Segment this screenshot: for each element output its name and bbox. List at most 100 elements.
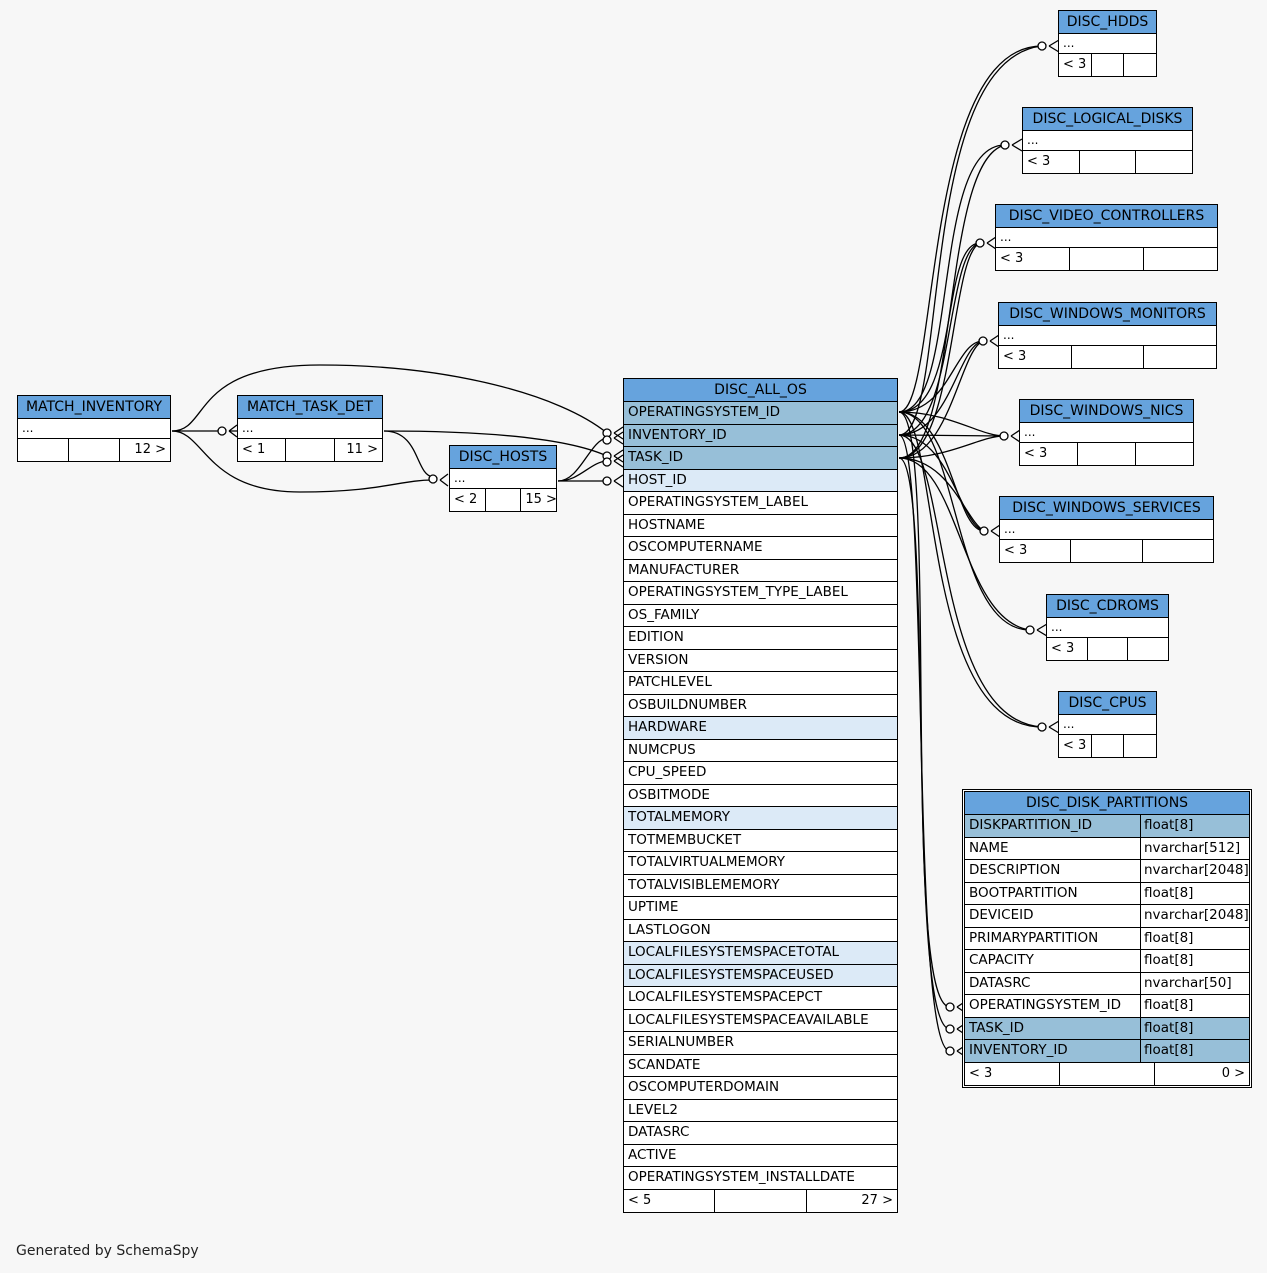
parents-count[interactable]: < 3 [1047, 638, 1088, 660]
table-title[interactable]: DISC_VIDEO_CONTROLLERS [996, 205, 1217, 228]
table-disc-windows-monitors[interactable]: DISC_WINDOWS_MONITORS ... < 3 [998, 302, 1217, 369]
table-disc-windows-nics[interactable]: DISC_WINDOWS_NICS ... < 3 [1019, 399, 1194, 466]
column-row[interactable]: TOTALVIRTUALMEMORY [624, 852, 897, 875]
column-row[interactable]: PATCHLEVEL [624, 672, 897, 695]
column-row[interactable]: OSCOMPUTERDOMAIN [624, 1077, 897, 1100]
table-title[interactable]: DISC_LOGICAL_DISKS [1023, 108, 1192, 131]
children-count[interactable]: 11 > [346, 442, 378, 457]
column-row[interactable]: HOSTNAME [624, 515, 897, 537]
children-count[interactable]: 27 > [861, 1192, 893, 1208]
table-title[interactable]: DISC_ALL_OS [624, 379, 897, 402]
column-row[interactable]: LASTLOGON [624, 920, 897, 942]
column-row[interactable]: LOCALFILESYSTEMSPACEAVAILABLE [624, 1010, 897, 1032]
column-row[interactable]: TOTALMEMORY [624, 807, 897, 830]
parents-count[interactable]: < 3 [1059, 735, 1092, 757]
table-disc-cpus[interactable]: DISC_CPUS ... < 3 [1058, 691, 1157, 758]
column-row[interactable]: SERIALNUMBER [624, 1032, 897, 1055]
column-row[interactable]: OSCOMPUTERNAME [624, 537, 897, 560]
children-count[interactable]: 12 > [134, 442, 166, 457]
table-title[interactable]: MATCH_TASK_DET [238, 396, 382, 419]
table-title[interactable]: MATCH_INVENTORY [18, 396, 170, 419]
column-row[interactable]: MANUFACTURER [624, 560, 897, 582]
edge-allos-partitions-1 [898, 411, 951, 1008]
table-title[interactable]: DISC_WINDOWS_MONITORS [999, 303, 1216, 326]
column-row[interactable]: SCANDATE [624, 1055, 897, 1077]
column-row[interactable]: CPU_SPEED [624, 762, 897, 785]
table-disc-cdroms[interactable]: DISC_CDROMS ... < 3 [1046, 594, 1169, 661]
column-row[interactable]: UPTIME [624, 897, 897, 920]
parents-count[interactable]: < 3 [996, 248, 1070, 270]
parents-count[interactable]: < 3 [1059, 54, 1092, 76]
table-title[interactable]: DISC_HOSTS [450, 446, 556, 469]
column-name: OSCOMPUTERDOMAIN [628, 1079, 780, 1095]
columns-ellipsis: ... [1023, 131, 1192, 151]
column-row[interactable]: OPERATINGSYSTEM_LABEL [624, 492, 897, 515]
column-row[interactable]: OSBITMODE [624, 785, 897, 807]
parents-count[interactable]: < 5 [624, 1189, 716, 1212]
column-row[interactable]: TASK_ID [624, 447, 897, 470]
children-count[interactable]: 0 > [1221, 1065, 1245, 1081]
children-count[interactable]: 15 > [525, 492, 557, 507]
columns-ellipsis: ... [1020, 423, 1193, 443]
column-row[interactable]: OS_FAMILY [624, 605, 897, 627]
edge-allos-monitors-3 [898, 340, 984, 459]
parents-count[interactable]: < 2 [450, 489, 486, 511]
column-name: VERSION [628, 651, 689, 668]
table-title[interactable]: DISC_WINDOWS_NICS [1020, 400, 1193, 423]
column-row[interactable]: LEVEL2 [624, 1100, 897, 1122]
table-disc-windows-services[interactable]: DISC_WINDOWS_SERVICES ... < 3 [999, 496, 1214, 563]
column-row[interactable]: NUMCPUS [624, 740, 897, 762]
column-row[interactable]: DATASRC [624, 1122, 897, 1145]
table-title[interactable]: DISC_DISK_PARTITIONS [965, 792, 1249, 815]
column-row[interactable]: EDITION [624, 627, 897, 650]
table-disc-video-controllers[interactable]: DISC_VIDEO_CONTROLLERS ... < 3 [995, 204, 1218, 271]
rows-count [69, 439, 120, 461]
column-name: OSBITMODE [628, 786, 710, 803]
parents-count[interactable]: < 3 [1023, 151, 1080, 173]
table-disc-logical-disks[interactable]: DISC_LOGICAL_DISKS ... < 3 [1022, 107, 1193, 174]
table-disc-hdds[interactable]: DISC_HDDS ... < 3 [1058, 10, 1157, 77]
column-row[interactable]: VERSION [624, 650, 897, 672]
column-row[interactable]: LOCALFILESYSTEMSPACEUSED [624, 964, 897, 987]
parents-count[interactable]: < 3 [1000, 540, 1072, 562]
table-title[interactable]: DISC_HDDS [1059, 11, 1156, 34]
parents-count[interactable]: < 3 [1020, 443, 1078, 465]
parents-count[interactable] [18, 439, 69, 461]
column-row[interactable]: OPERATINGSYSTEM_INSTALLDATE [624, 1167, 897, 1190]
columns-ellipsis: ... [450, 469, 556, 489]
column-row[interactable]: LOCALFILESYSTEMSPACEPCT [624, 987, 897, 1010]
column-row[interactable]: ACTIVE [624, 1145, 897, 1167]
column-name: LEVEL2 [628, 1101, 678, 1118]
table-title[interactable]: DISC_CDROMS [1047, 595, 1168, 618]
column-row[interactable]: LOCALFILESYSTEMSPACETOTAL [624, 942, 897, 965]
table-match-task-det[interactable]: MATCH_TASK_DET ... < 1 11 > [237, 395, 383, 462]
column-row[interactable]: OPERATINGSYSTEM_TYPE_LABEL [624, 582, 897, 605]
parents-count[interactable]: < 3 [965, 1062, 1060, 1085]
column-row[interactable]: HARDWARE [624, 717, 897, 740]
table-title[interactable]: DISC_WINDOWS_SERVICES [1000, 497, 1213, 520]
column-row[interactable]: TOTMEMBUCKET [624, 830, 897, 852]
column-row[interactable]: OPERATINGSYSTEM_ID [624, 402, 897, 425]
parents-count[interactable]: < 1 [238, 439, 287, 461]
parents-count[interactable]: < 3 [999, 346, 1072, 368]
table-title[interactable]: DISC_CPUS [1059, 692, 1156, 715]
column-row[interactable]: HOST_ID [624, 469, 897, 492]
column-row[interactable]: OSBUILDNUMBER [624, 695, 897, 717]
table-disc-hosts[interactable]: DISC_HOSTS ... < 2 15 > [449, 445, 557, 512]
column-row[interactable]: TOTALVISIBLEMEMORY [624, 875, 897, 897]
column-row[interactable]: INVENTORY_ID [624, 424, 897, 447]
table-match-inventory[interactable]: MATCH_INVENTORY ... 12 > [17, 395, 171, 462]
